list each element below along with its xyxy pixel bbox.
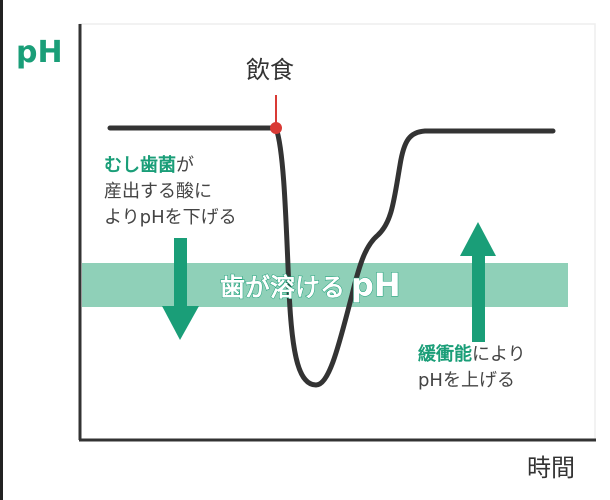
right-note-line2: pHを上げる xyxy=(418,370,515,391)
left-edge-border xyxy=(0,0,3,500)
left-note-line3: よりpHを下げる xyxy=(104,207,237,228)
right-note-line1-rest: により xyxy=(472,344,526,365)
event-label: 飲食 xyxy=(246,56,294,84)
down-arrow xyxy=(162,238,199,340)
event-marker-dot xyxy=(270,122,282,134)
x-axis-label: 時間 xyxy=(527,454,575,482)
left-note-line2: 産出する酸に xyxy=(104,181,212,202)
tooth-dissolving-band xyxy=(82,263,568,307)
right-note-green: 緩衝能 xyxy=(418,343,472,365)
band-label-text: 歯が溶ける xyxy=(220,273,345,302)
ph-curve xyxy=(107,125,556,388)
band-label-ph: pH xyxy=(351,266,401,304)
up-arrow xyxy=(460,222,496,342)
left-note-line1: むし歯菌が xyxy=(104,154,194,176)
left-note-line1-rest: が xyxy=(176,155,194,176)
left-note-green: むし歯菌 xyxy=(104,154,176,176)
plot-frame xyxy=(79,23,596,441)
y-axis-label: pH xyxy=(16,35,63,70)
right-note-line1: 緩衝能により xyxy=(418,343,526,365)
